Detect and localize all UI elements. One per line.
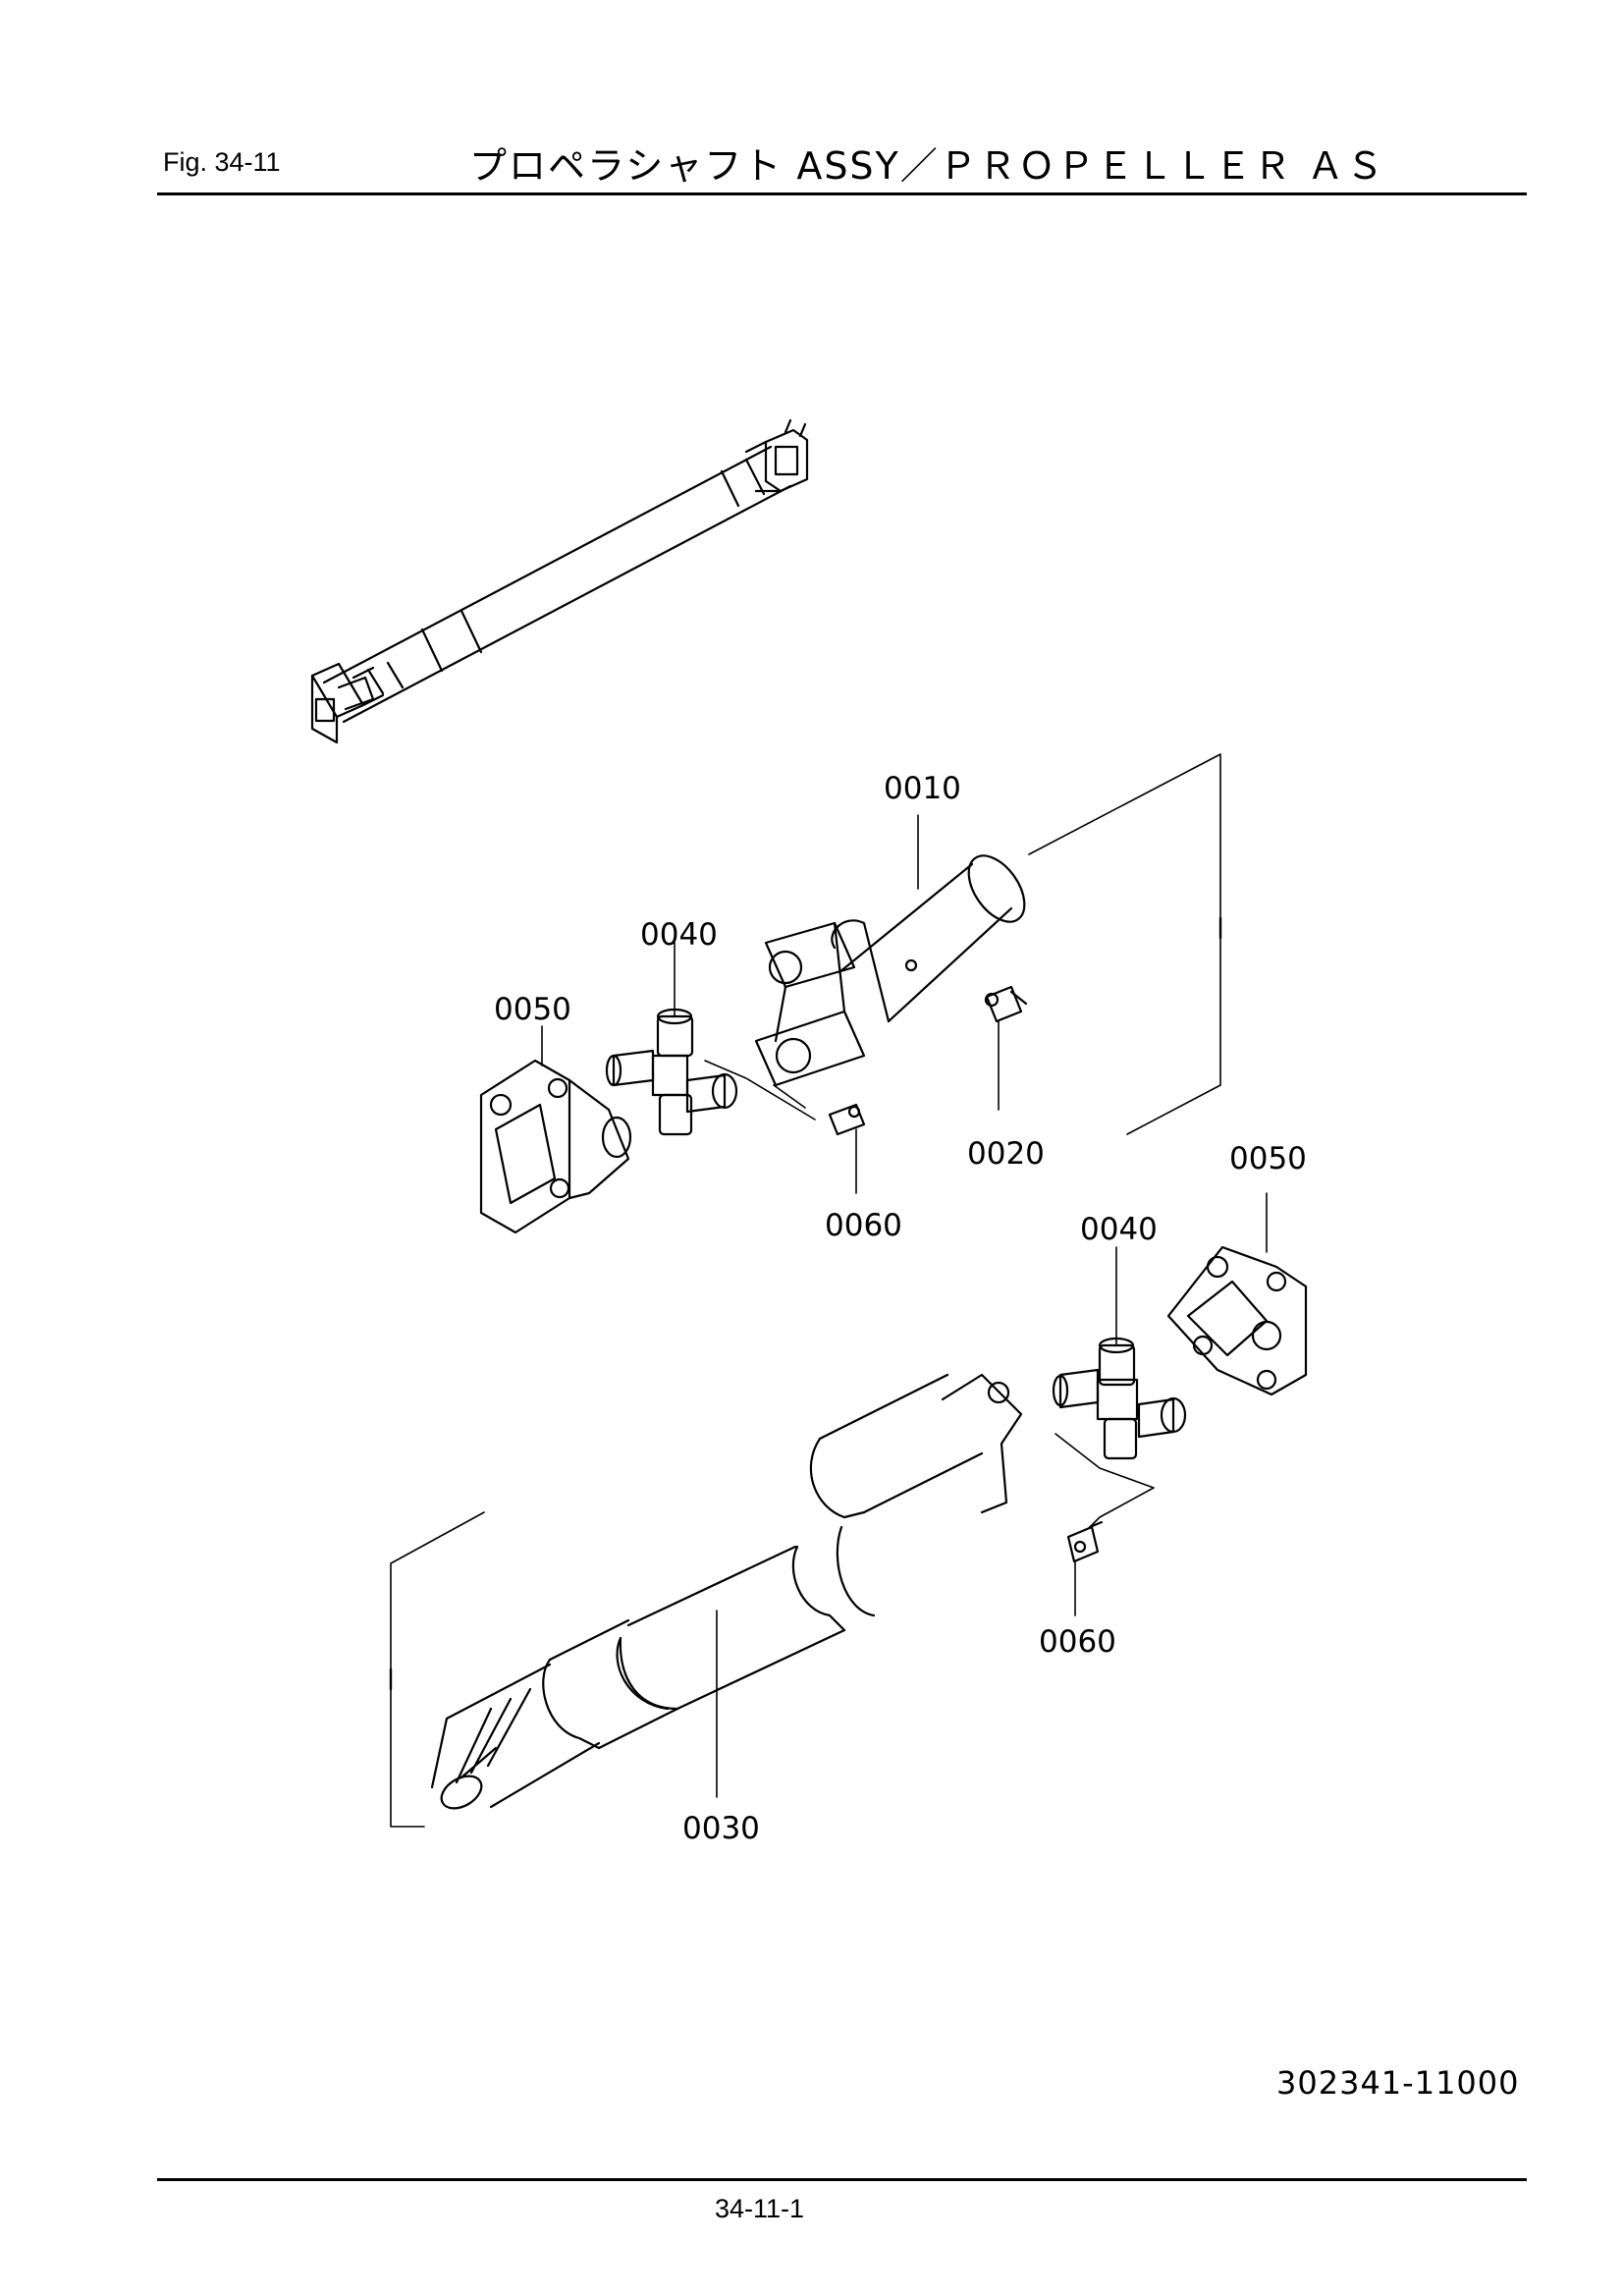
part-0030-slip-shaft (430, 1373, 1023, 1810)
part-0040-universal-joint-spider (605, 1008, 738, 1136)
part-0010-yoke-tube (754, 854, 1026, 1087)
callout-0010: 0010 (884, 771, 961, 806)
overview-shaft-illustration (310, 418, 809, 744)
part-0040-universal-joint-spider (1052, 1337, 1187, 1460)
callout-0060-lower: 0060 (1039, 1624, 1116, 1660)
footer-rule (157, 2178, 1527, 2181)
callout-0020: 0020 (967, 1136, 1045, 1172)
callout-0040-lower: 0040 (1080, 1212, 1158, 1247)
page-number: 34-11-1 (715, 2194, 805, 2223)
part-0060-grease-nipple (1066, 1520, 1104, 1563)
page-title: プロペラシャフト ASSY／ＰＲＯＰＥＬＬＥＲ ＡＳ (469, 144, 1385, 188)
callout-0030: 0030 (682, 1811, 760, 1846)
figure-label: Fig. 34-11 (163, 147, 281, 177)
part-0050-flange-yoke (1166, 1245, 1308, 1396)
drawing-number: 302341-11000 (1276, 2064, 1520, 2102)
callout-0060-upper: 0060 (825, 1208, 902, 1243)
header-rule (157, 192, 1527, 195)
callout-0050-left: 0050 (494, 992, 571, 1027)
part-0060-grease-nipple (828, 1103, 866, 1136)
part-0020-grease-nipple (984, 985, 1028, 1023)
callout-0040-upper: 0040 (640, 917, 718, 953)
callout-0050-right: 0050 (1229, 1141, 1307, 1176)
part-0050-flange-yoke (479, 1059, 632, 1234)
